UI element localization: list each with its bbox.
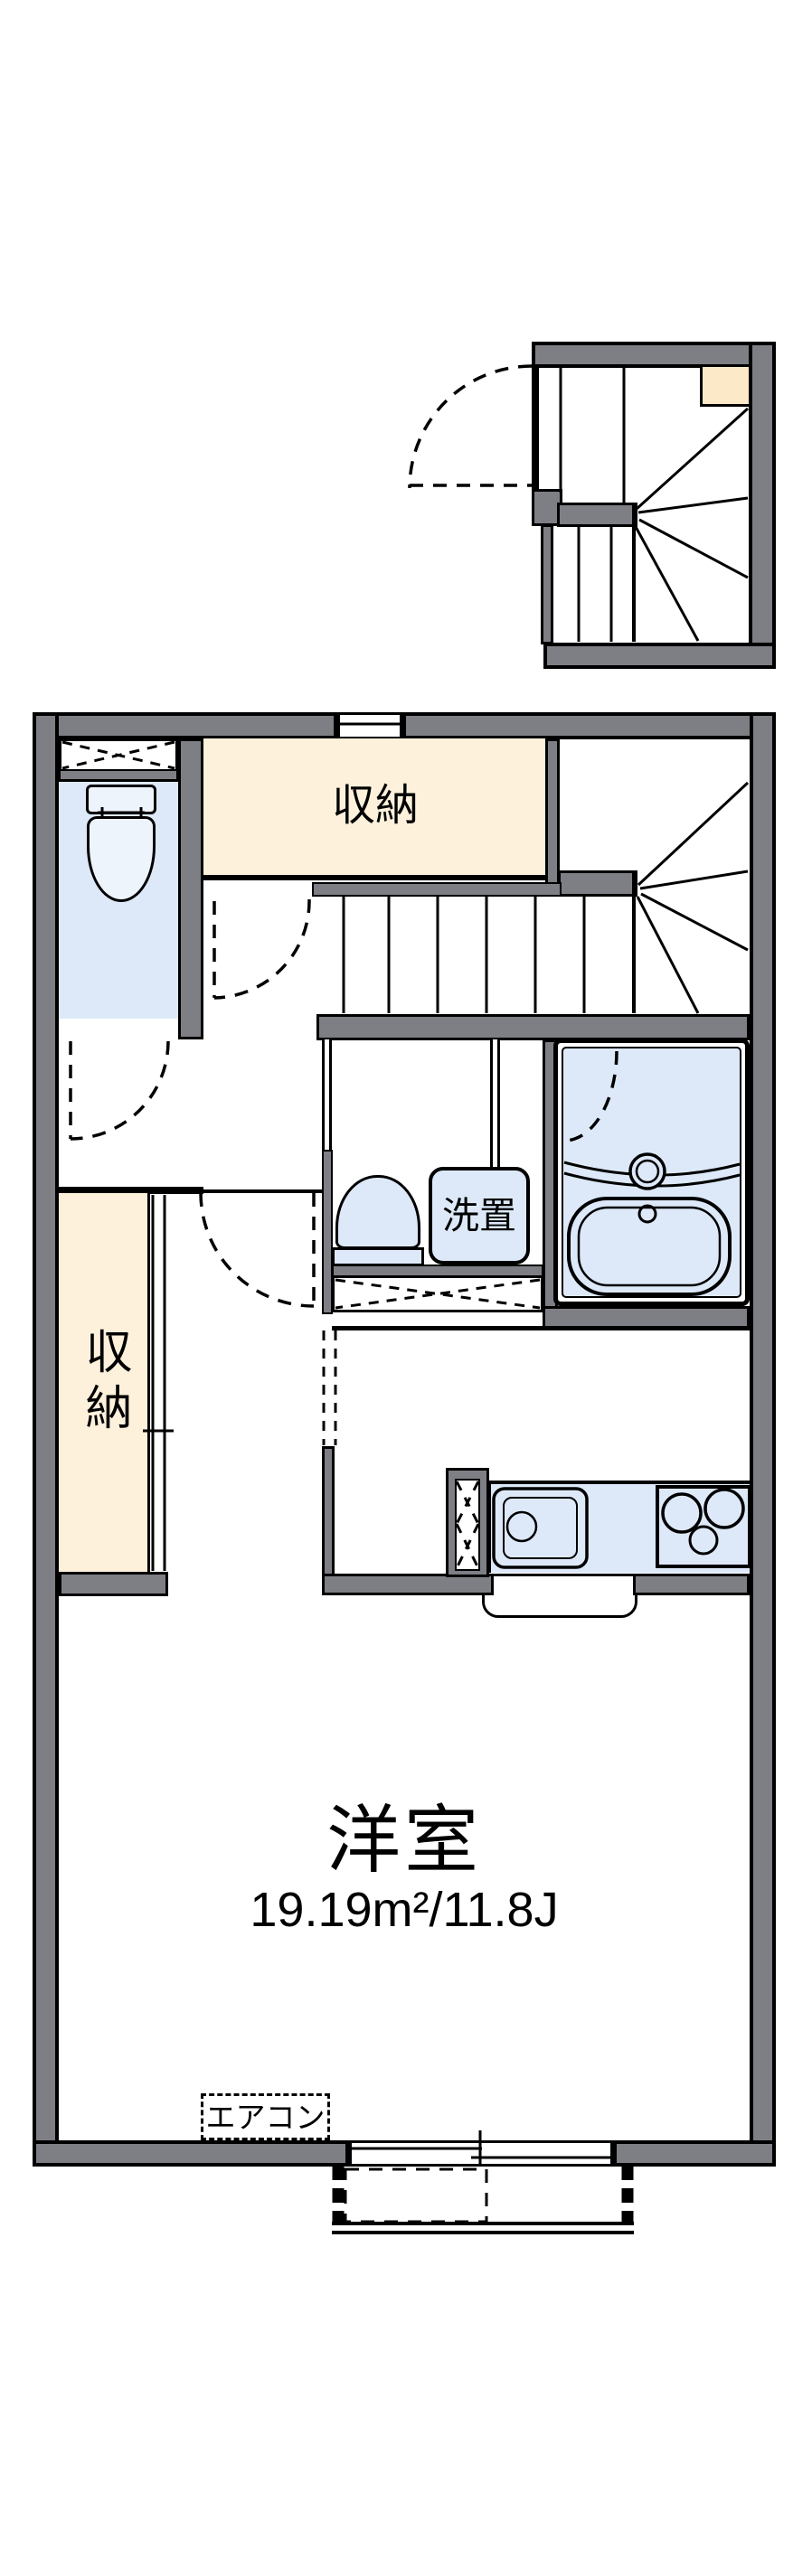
storage-closet-side xyxy=(59,1193,150,1572)
laundry-space: 洗置 xyxy=(429,1167,530,1264)
bathroom xyxy=(562,1047,741,1298)
wall-segment xyxy=(543,643,776,669)
wall-toilet-divider xyxy=(178,738,203,1039)
partition-line xyxy=(322,1039,332,1152)
wall-segment xyxy=(541,524,553,644)
wall-washroom-top-thin xyxy=(203,1189,323,1193)
stair-run-wall xyxy=(312,882,562,897)
wall-segment xyxy=(59,1572,168,1596)
toilet-tank xyxy=(86,785,156,814)
wall-left xyxy=(33,712,59,2166)
kitchen-counter xyxy=(488,1484,750,1573)
refrigerator-space xyxy=(455,1479,480,1571)
main-room-area-label: 19.19m²/11.8J xyxy=(250,1883,559,1937)
storage-side-label: 収納 xyxy=(78,1327,130,1439)
aircon-box: エアコン xyxy=(201,2093,330,2140)
toilet-vent-window xyxy=(59,738,178,772)
door-swing-stair-hall xyxy=(212,898,311,1000)
counter-edge xyxy=(488,1481,750,1484)
door-swing-toilet xyxy=(69,1040,170,1141)
wall-segment xyxy=(557,503,637,527)
main-room-label: 洋室 xyxy=(326,1800,482,1882)
wall-bottom-left xyxy=(33,2140,349,2167)
wall-top-left xyxy=(33,712,337,739)
laundry-label: 洗置 xyxy=(442,1194,516,1236)
wall-segment xyxy=(532,342,776,368)
wall-segment xyxy=(322,1574,494,1595)
wall-washroom-top-thick xyxy=(59,1187,203,1194)
upper-entrance-door-swing xyxy=(408,364,533,489)
kitchen-counter-front xyxy=(482,1574,637,1618)
washbasin-counter xyxy=(332,1247,424,1266)
upper-closet-marker xyxy=(700,367,749,407)
wall-segment xyxy=(322,1150,333,1314)
wall-bottom-right xyxy=(613,2140,776,2167)
wall-top-right xyxy=(402,712,776,739)
wall-below-stairs xyxy=(316,1014,750,1040)
opening-dashes xyxy=(322,1330,337,1445)
door-jamb xyxy=(532,365,539,492)
window-top xyxy=(337,712,402,739)
partition-line xyxy=(490,1039,500,1168)
wall-kitchen-top xyxy=(332,1326,750,1330)
stair-landing-wall xyxy=(558,870,637,897)
wall-right xyxy=(750,712,776,2166)
toilet-bowl xyxy=(87,816,156,902)
door-swing-washroom xyxy=(199,1192,316,1308)
washbasin xyxy=(335,1175,420,1249)
aircon-label: エアコン xyxy=(205,2100,326,2134)
wall-segment xyxy=(322,1446,335,1576)
wall-segment xyxy=(749,342,776,669)
washer-pan xyxy=(332,1275,543,1312)
storage-top-label: 収納 xyxy=(331,782,419,830)
window-bottom xyxy=(349,2140,613,2167)
porch xyxy=(332,2166,634,2234)
storage-closet-top xyxy=(203,738,547,880)
wall-segment xyxy=(633,1574,750,1595)
